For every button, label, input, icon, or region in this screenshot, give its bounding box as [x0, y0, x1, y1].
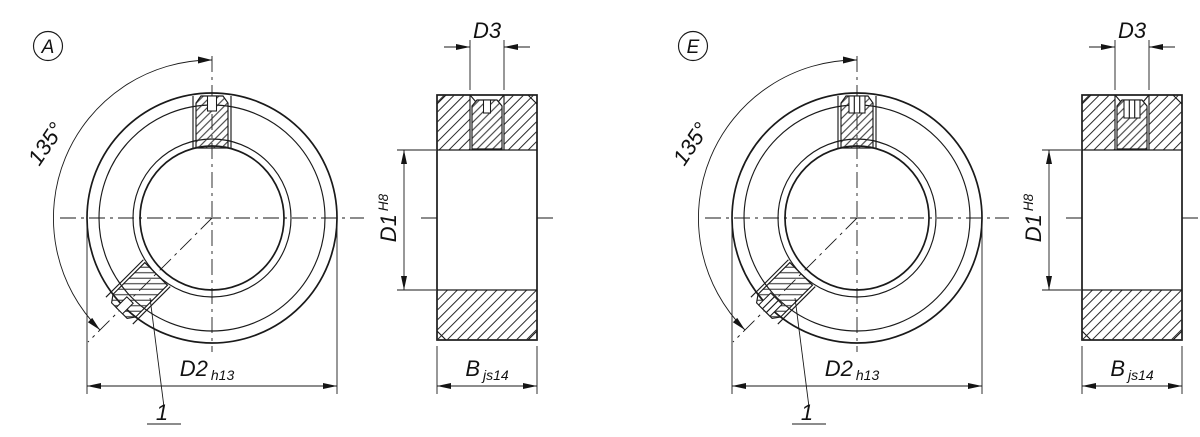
arrowhead: [504, 44, 518, 50]
edge-chamfer: [527, 94, 538, 105]
variant-letter: E: [687, 37, 700, 58]
outer-diameter-circle: [731, 92, 983, 344]
d1-label: D1H8: [376, 193, 401, 242]
edge-chamfer: [436, 330, 447, 341]
outer-diameter-circle: [86, 92, 338, 344]
set-screw-section: [471, 99, 503, 150]
d1-label: D1H8: [1021, 193, 1046, 242]
arrowhead: [198, 56, 212, 64]
arrowhead: [87, 383, 101, 389]
arrowhead: [1046, 276, 1052, 290]
d3-label: D3: [473, 18, 502, 43]
arrowhead: [1046, 150, 1052, 164]
edge-chamfer: [436, 94, 447, 105]
arrowhead: [1101, 44, 1115, 50]
angle-dimension: 135°: [23, 56, 213, 331]
variant-badge: A: [32, 30, 64, 62]
arrowhead: [523, 383, 537, 389]
badge-circle: [677, 30, 709, 62]
arrowhead: [1082, 383, 1096, 389]
edge-chamfer: [1172, 330, 1183, 341]
angle-label: 135°: [23, 118, 69, 170]
set-screw-top-socket: [837, 95, 877, 150]
section-hatch-top-right: [1149, 95, 1182, 150]
position-label: 1: [156, 400, 168, 425]
section-hatch-top-right: [504, 95, 537, 150]
screw-socket-side: [1123, 99, 1141, 119]
arrowhead: [732, 383, 746, 389]
d3-dimension: D3: [444, 18, 530, 90]
screw-slot-side: [482, 99, 492, 114]
arrowhead: [401, 276, 407, 290]
section-hatch-top-left: [437, 95, 470, 150]
hole-chamfer-right: [1142, 94, 1150, 103]
d1-dimension: D1H8: [1021, 149, 1081, 291]
arrowhead: [401, 150, 407, 164]
arrowhead: [323, 383, 337, 389]
arrowhead: [1168, 383, 1182, 389]
section-hatch-bottom: [1082, 290, 1182, 340]
d1-dimension: D1H8: [376, 149, 436, 291]
hole-chamfer-left: [1114, 94, 1122, 103]
edge-chamfer: [1081, 330, 1092, 341]
arrowhead: [843, 56, 857, 64]
position-leader: 1: [147, 297, 181, 425]
d3-label: D3: [1118, 18, 1147, 43]
arrowhead: [968, 383, 982, 389]
arrowhead: [456, 44, 470, 50]
d3-dimension: D3: [1089, 18, 1175, 90]
variant-badge: E: [677, 30, 709, 62]
leader-line: [794, 297, 810, 408]
angle-label: 135°: [668, 118, 714, 170]
arrowhead: [87, 317, 100, 330]
position-leader: 1: [792, 297, 826, 425]
angle-arc: [697, 59, 858, 331]
variant-letter: A: [41, 37, 55, 58]
badge-circle: [32, 30, 64, 62]
position-label: 1: [801, 400, 813, 425]
arrowhead: [732, 317, 745, 330]
edge-chamfer: [1172, 94, 1183, 105]
section-hatch-bottom: [437, 290, 537, 340]
hole-chamfer-left: [469, 94, 477, 103]
angle-arc: [52, 59, 213, 331]
arrowhead: [1149, 44, 1163, 50]
arrowhead: [437, 383, 451, 389]
set-screw-top-slotted: [192, 95, 232, 150]
edge-chamfer: [527, 330, 538, 341]
angle-dimension: 135°: [668, 56, 858, 331]
leader-line: [149, 297, 165, 408]
edge-chamfer: [1081, 94, 1092, 105]
hole-chamfer-right: [497, 94, 505, 103]
section-hatch-top-left: [1082, 95, 1115, 150]
